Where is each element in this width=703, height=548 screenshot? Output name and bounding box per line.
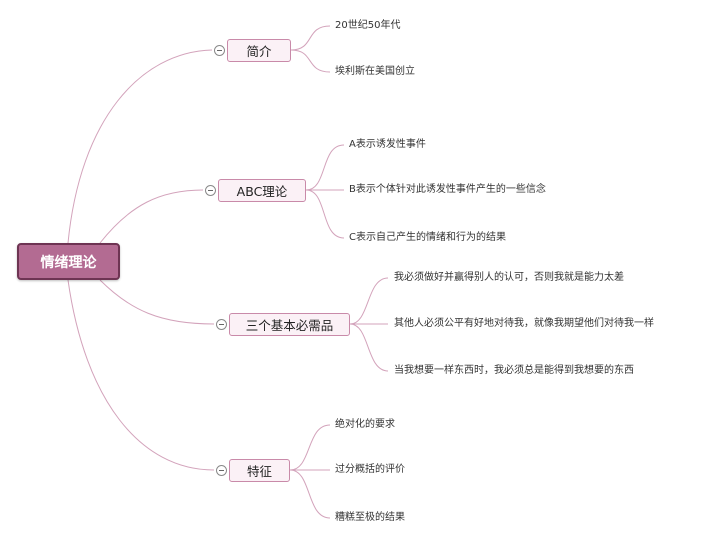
leaf-needs-3[interactable]: 当我想要一样东西时，我必须总是能得到我想要的东西 <box>394 365 634 376</box>
leaf-line-features-1 <box>289 424 331 471</box>
leaf-intro-2[interactable]: 埃利斯在美国创立 <box>335 66 415 77</box>
topic-intro-label: 简介 <box>246 44 272 59</box>
leaf-features-1[interactable]: 绝对化的要求 <box>335 419 395 430</box>
collapse-toggle-needs[interactable] <box>216 319 227 330</box>
root-node[interactable]: 情绪理论 <box>17 243 120 280</box>
leaf-line-abc-3 <box>305 189 345 239</box>
collapse-toggle-abc[interactable] <box>205 185 216 196</box>
branch-line-features <box>67 279 215 471</box>
leaf-needs-2[interactable]: 其他人必须公平有好地对待我，就像我期望他们对待我一样 <box>394 318 654 329</box>
leaf-line-needs-1 <box>349 277 389 325</box>
topic-needs-label: 三个基本必需品 <box>245 318 334 333</box>
leaf-abc-2[interactable]: B表示个体针对此诱发性事件产生的一些信念 <box>349 184 546 195</box>
leaf-abc-1[interactable]: A表示诱发性事件 <box>349 139 426 150</box>
collapse-toggle-intro[interactable] <box>214 45 225 56</box>
topic-needs[interactable]: 三个基本必需品 <box>229 313 350 336</box>
leaf-abc-3[interactable]: C表示自己产生的情绪和行为的结果 <box>349 232 506 243</box>
branch-line-needs <box>99 279 215 325</box>
topic-abc[interactable]: ABC理论 <box>218 179 306 202</box>
topic-abc-label: ABC理论 <box>236 184 288 199</box>
branch-line-abc <box>99 189 204 244</box>
leaf-intro-1[interactable]: 20世纪50年代 <box>335 20 401 31</box>
branch-line-intro <box>67 49 213 244</box>
leaf-line-needs-3 <box>349 323 389 372</box>
leaf-features-2[interactable]: 过分概括的评价 <box>335 464 405 475</box>
leaf-line-features-3 <box>289 469 331 519</box>
topic-features[interactable]: 特征 <box>229 459 290 482</box>
leaf-line-abc-1 <box>305 144 345 191</box>
leaf-line-intro-1 <box>290 25 331 51</box>
leaf-needs-1[interactable]: 我必须做好并赢得别人的认可，否则我就是能力太差 <box>394 272 624 283</box>
topic-features-label: 特征 <box>246 464 272 479</box>
collapse-toggle-features[interactable] <box>216 465 227 476</box>
topic-intro[interactable]: 简介 <box>227 39 291 62</box>
leaf-features-3[interactable]: 糟糕至极的结果 <box>335 512 405 523</box>
root-label: 情绪理论 <box>40 254 97 271</box>
leaf-line-intro-2 <box>290 49 331 73</box>
